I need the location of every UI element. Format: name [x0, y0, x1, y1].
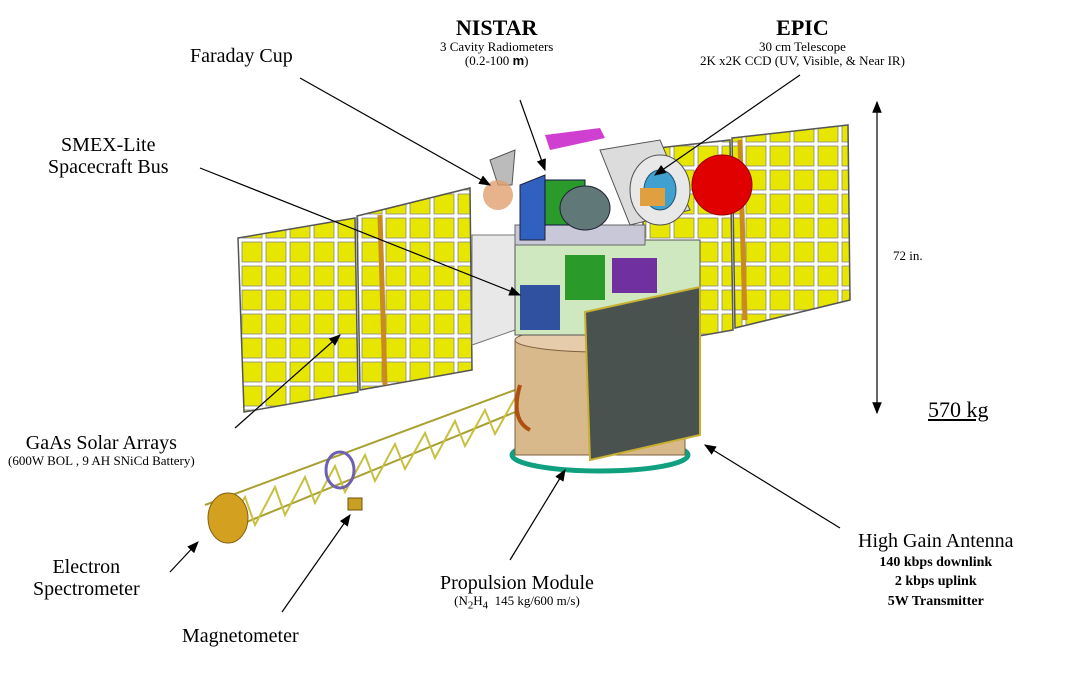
hga-arrow	[703, 444, 841, 529]
hga-line3: 5W Transmitter	[887, 593, 984, 609]
nistar-unit: m	[512, 53, 525, 69]
nistar-title: NISTAR	[455, 15, 538, 40]
solar-arrays-detail: (600W BOL , 9 AH SNiCd Battery)	[8, 453, 195, 468]
electron-line1: Electron	[52, 556, 121, 578]
propulsion-arrow	[509, 468, 566, 561]
epic-line1: 30 cm Telescope	[758, 39, 846, 55]
epic-arrow	[654, 74, 801, 176]
smex-label: SMEX-Lite Spacecraft Bus	[48, 134, 169, 178]
nistar-range: (0.2-100	[464, 53, 513, 69]
instrument-boom	[204, 389, 521, 544]
epic-label: EPIC 30 cm Telescope 2K x2K CCD (UV, Vis…	[700, 15, 905, 69]
nistar-line2: (0.2-100 m)	[440, 54, 553, 68]
nistar-range-close: )	[524, 53, 529, 69]
prop-sub2: 4	[482, 599, 489, 612]
prop-n: (N	[454, 593, 468, 608]
magnetometer-label: Magnetometer	[182, 625, 299, 647]
hga-line1: 140 kbps downlink	[879, 555, 993, 570]
propulsion-title: Propulsion Module	[440, 572, 594, 594]
instruments	[483, 128, 691, 241]
height-label: 72 in.	[893, 248, 923, 263]
smex-line1: SMEX-Lite	[61, 134, 156, 156]
hga-line2: 2 kbps uplink	[894, 574, 977, 590]
red-disk	[691, 154, 753, 216]
prop-sub1: 2	[467, 599, 474, 612]
electron-spectrometer-disk	[207, 492, 249, 544]
electron-spectrometer-label: Electron Spectrometer	[33, 556, 140, 600]
left-solar-array	[237, 187, 516, 413]
smex-arrow	[199, 167, 522, 296]
nistar-arrow	[519, 99, 546, 172]
epic-title: EPIC	[776, 15, 829, 40]
solar-arrays-title: GaAs Solar Arrays	[25, 432, 177, 454]
magnetometer-arrow	[281, 514, 351, 613]
nistar-line1: 3 Cavity Radiometers	[440, 39, 554, 55]
faraday-cup-label: Faraday Cup	[190, 45, 293, 67]
nistar-label: NISTAR 3 Cavity Radiometers (0.2-100 m)	[440, 15, 554, 69]
hga-label: High Gain Antenna 140 kbps downlink 2 kb…	[858, 530, 1014, 609]
epic-line2: 2K x2K CCD (UV, Visible, & Near IR)	[700, 53, 905, 69]
high-gain-antenna-panel	[583, 285, 701, 462]
propulsion-label: Propulsion Module (N2H4 145 kg/600 m/s)	[440, 572, 594, 613]
hga-title: High Gain Antenna	[858, 530, 1014, 552]
faraday-arrow	[299, 77, 492, 186]
solar-arrays-label: GaAs Solar Arrays (600W BOL , 9 AH SNiCd…	[8, 432, 195, 468]
mass-label: 570 kg	[928, 397, 989, 422]
callout-arrows	[169, 74, 882, 613]
prop-h: H	[473, 593, 483, 608]
smex-line2: Spacecraft Bus	[48, 156, 169, 178]
propulsion-detail: (N2H4 145 kg/600 m/s)	[440, 593, 594, 613]
magnetometer-ring	[324, 450, 356, 490]
electron-line2: Spectrometer	[33, 578, 140, 600]
prop-rest: 145 kg/600 m/s)	[488, 593, 580, 608]
solar-array-arrow	[234, 334, 341, 429]
electron-spectrometer-arrow	[169, 541, 199, 573]
